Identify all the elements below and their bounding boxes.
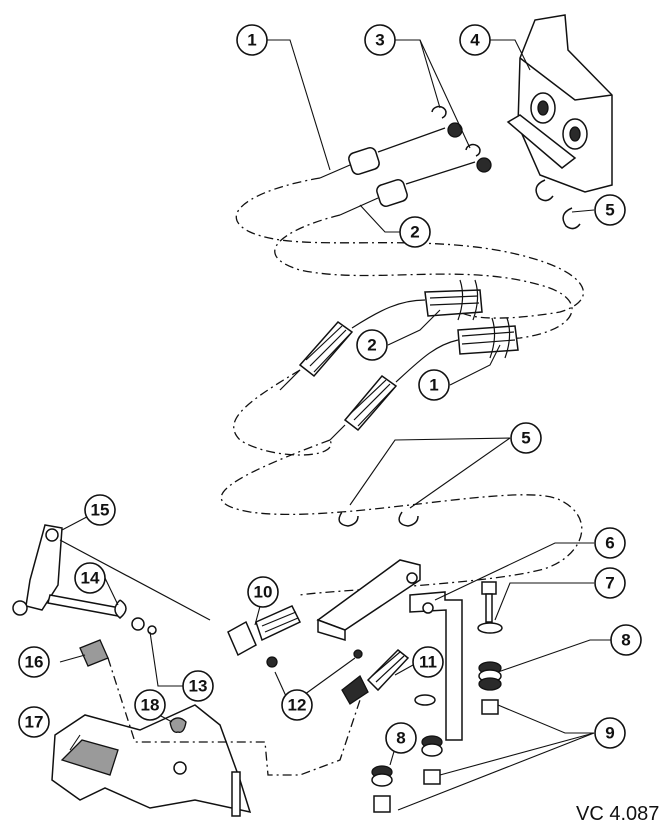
callout-17: 17 bbox=[18, 706, 50, 738]
callout-5-top-label: 5 bbox=[605, 201, 614, 220]
callout-16-label: 16 bbox=[25, 653, 44, 672]
callout-4: 4 bbox=[459, 24, 491, 56]
cable-end-10 bbox=[227, 605, 302, 668]
bolt-7 bbox=[477, 581, 503, 634]
callout-11-label: 11 bbox=[419, 653, 437, 672]
callout-2-mid-label: 2 bbox=[367, 336, 376, 355]
callout-12: 12 bbox=[281, 689, 313, 721]
figure-reference: VC 4.087 bbox=[576, 803, 659, 825]
cable-end-11 bbox=[341, 648, 410, 705]
callout-15: 15 bbox=[84, 494, 116, 526]
upper-cable-end-2 bbox=[339, 157, 492, 216]
callout-5-top: 5 bbox=[594, 194, 626, 226]
callout-12-label: 12 bbox=[288, 696, 307, 715]
rubber-mounts-8-right bbox=[478, 661, 502, 691]
callout-5-mid: 5 bbox=[510, 422, 542, 454]
bush-16 bbox=[79, 639, 109, 667]
callout-2-top-label: 2 bbox=[410, 223, 419, 242]
callout-18: 18 bbox=[134, 689, 166, 721]
callout-13: 13 bbox=[182, 670, 214, 702]
callout-10: 10 bbox=[247, 576, 279, 608]
callout-16: 16 bbox=[18, 646, 50, 678]
cable-route-2 bbox=[274, 214, 573, 340]
callout-7-label: 7 bbox=[605, 574, 614, 593]
callout-1-top-label: 1 bbox=[247, 31, 256, 50]
callout-1-mid-label: 1 bbox=[429, 376, 438, 395]
rubber-mounts-8-left bbox=[371, 765, 393, 813]
callout-17-label: 17 bbox=[25, 713, 44, 732]
linkage-route bbox=[107, 657, 361, 776]
support-17 bbox=[51, 704, 252, 817]
cable-grommet-2 bbox=[424, 279, 483, 321]
retaining-clips-upper bbox=[535, 179, 581, 230]
callout-3-label: 3 bbox=[375, 31, 384, 50]
leader-lines bbox=[59, 39, 612, 811]
callout-18-label: 18 bbox=[141, 696, 160, 715]
cable-route-1 bbox=[235, 177, 584, 319]
cable-route-lower bbox=[220, 439, 583, 596]
upper-cable-end-1 bbox=[319, 122, 463, 179]
retaining-clips-lower bbox=[338, 511, 419, 527]
callout-8-right: 8 bbox=[610, 624, 642, 656]
callout-9: 9 bbox=[594, 717, 626, 749]
cable-route-lower-2 bbox=[233, 369, 332, 456]
callout-6-label: 6 bbox=[605, 534, 614, 553]
callout-2-mid: 2 bbox=[356, 329, 388, 361]
callout-1-top: 1 bbox=[236, 24, 268, 56]
callout-4-label: 4 bbox=[470, 31, 480, 50]
callout-9-label: 9 bbox=[605, 724, 614, 743]
callout-8-left-label: 8 bbox=[396, 729, 405, 748]
callout-5-mid-label: 5 bbox=[521, 429, 530, 448]
callout-2-top: 2 bbox=[399, 216, 431, 248]
transmission-housing bbox=[506, 14, 613, 193]
callout-11: 11 bbox=[412, 646, 444, 678]
callout-15-label: 15 bbox=[91, 501, 110, 520]
callout-7: 7 bbox=[594, 567, 626, 599]
callout-6: 6 bbox=[594, 527, 626, 559]
callout-3: 3 bbox=[364, 24, 396, 56]
bush-18 bbox=[169, 717, 187, 733]
callout-8-left: 8 bbox=[385, 722, 417, 754]
callout-1-mid: 1 bbox=[418, 369, 450, 401]
rubber-mounts-8-mid bbox=[414, 694, 443, 785]
pin-14 bbox=[47, 594, 157, 635]
cable-sleeve-2 bbox=[279, 299, 426, 391]
callout-14: 14 bbox=[74, 562, 106, 594]
gear-lever-arm-15 bbox=[12, 524, 211, 621]
cable-sleeve-1 bbox=[329, 339, 459, 441]
callout-10-label: 10 bbox=[254, 583, 273, 602]
cable-grommet-1 bbox=[457, 317, 519, 359]
callout-8-right-label: 8 bbox=[621, 631, 630, 650]
mounting-bracket-6 bbox=[316, 559, 463, 741]
callout-13-label: 13 bbox=[189, 677, 208, 696]
callout-14-label: 14 bbox=[81, 569, 100, 588]
spacer-9-right bbox=[481, 699, 499, 715]
